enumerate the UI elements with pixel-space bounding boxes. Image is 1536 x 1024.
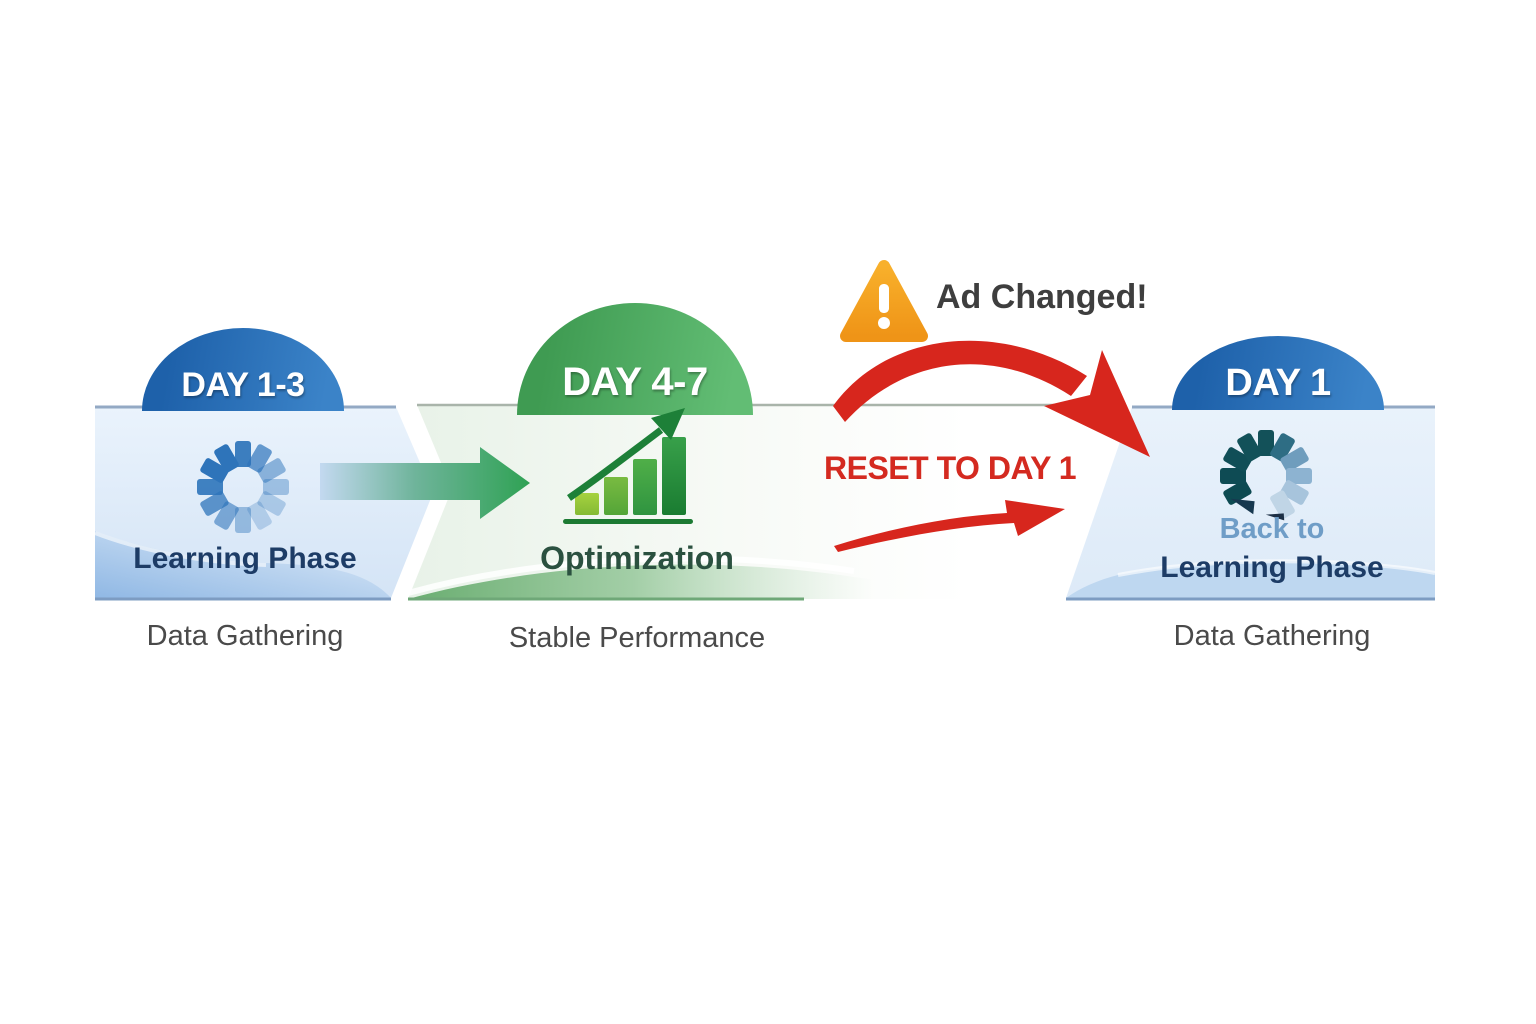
stage1-title: Learning Phase [133, 542, 357, 575]
growth-bar-chart-icon [563, 408, 693, 524]
learning-phase-panel [94, 405, 433, 601]
stage3-caption: Data Gathering [1173, 620, 1371, 652]
reset-label: RESET TO DAY 1 [824, 450, 1077, 486]
optimization-panel [407, 403, 1126, 601]
loading-spinner-icon [195, 439, 291, 535]
stage2-day-badge: DAY 4-7 [517, 303, 753, 415]
loading-spinner-icon [1218, 428, 1314, 524]
flow-arrow-icon [320, 447, 530, 519]
stage2-title: Optimization [540, 540, 734, 576]
spinner-wedge [1229, 498, 1255, 515]
warning-triangle-icon [840, 260, 928, 342]
stage1-day-badge-label: DAY 1-3 [181, 366, 305, 404]
back-to-learning-panel [1066, 405, 1436, 601]
alert-label: Ad Changed! [936, 278, 1148, 316]
stage2-caption: Stable Performance [508, 622, 766, 654]
stage3-title-prefix: Back to [1219, 513, 1325, 545]
stage3-day-badge-label: DAY 1 [1225, 362, 1331, 404]
curved-reset-arrow-icon [833, 340, 1150, 457]
stage2-day-badge-label: DAY 4-7 [562, 360, 708, 404]
small-reset-arrow-icon [834, 500, 1065, 552]
stage1-caption: Data Gathering [146, 620, 344, 652]
stage3-day-badge: DAY 1 [1172, 336, 1384, 410]
stage1-day-badge: DAY 1-3 [142, 328, 344, 411]
stage3-title: Learning Phase [1160, 551, 1384, 584]
